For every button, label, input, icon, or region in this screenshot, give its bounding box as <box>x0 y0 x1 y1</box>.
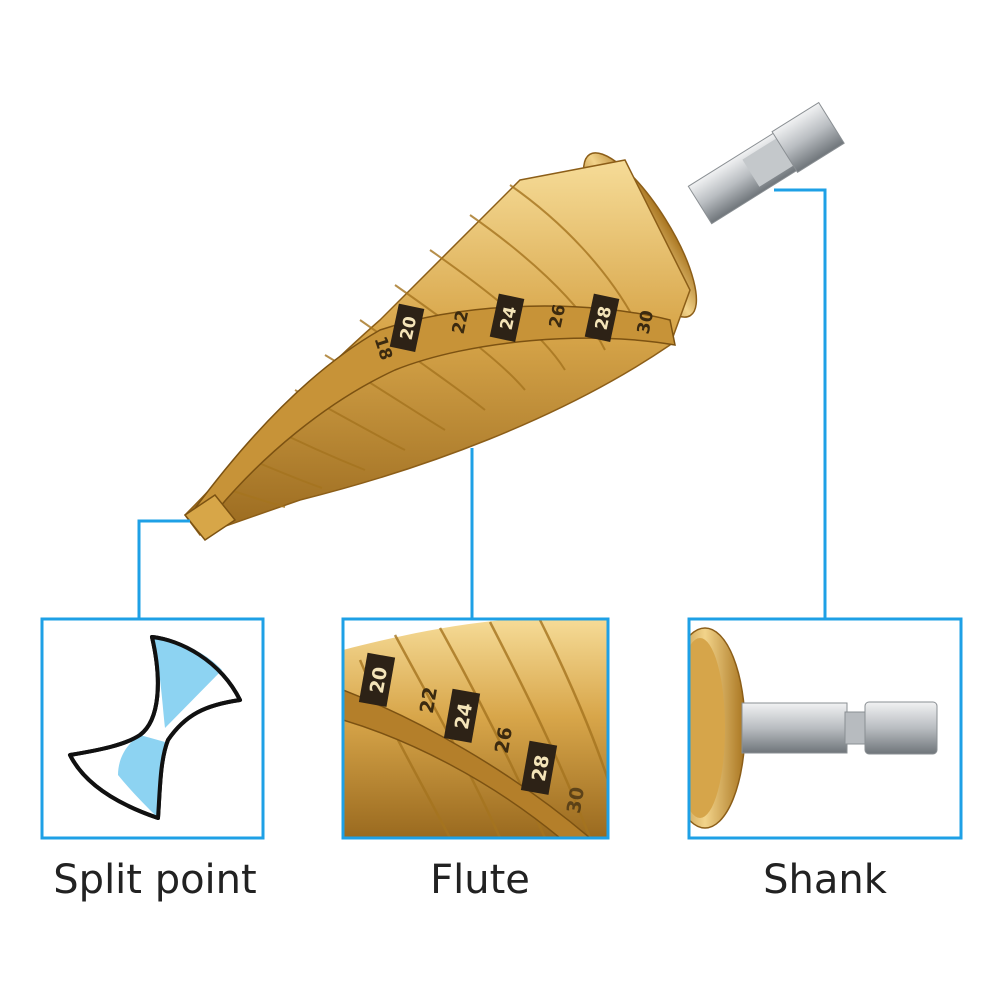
drill-step-marks: 18 20 22 24 26 28 30 <box>370 293 659 363</box>
step-mark: 28 <box>592 305 616 332</box>
step-mark: 30 <box>563 785 589 815</box>
caption-flute: Flute <box>430 857 530 903</box>
leader-line-split <box>137 519 190 618</box>
step-mark: 22 <box>449 309 473 336</box>
step-mark: 22 <box>416 685 442 715</box>
split-point-icon <box>68 635 242 820</box>
step-mark: 20 <box>366 665 392 695</box>
panel-flute: 20 22 24 26 28 30 <box>341 617 610 840</box>
flute-step-marks: 20 22 24 26 28 30 <box>358 652 589 815</box>
panel-shank <box>687 617 963 840</box>
panel-split-point <box>40 617 265 840</box>
step-mark: 26 <box>491 725 517 755</box>
caption-split-point: Split point <box>53 857 257 903</box>
step-mark: 26 <box>546 303 570 330</box>
drill-shank <box>687 101 845 225</box>
step-mark: 28 <box>528 753 554 783</box>
drill-body <box>183 152 698 542</box>
caption-shank: Shank <box>763 857 887 903</box>
step-mark: 20 <box>397 314 422 341</box>
leader-line-shank <box>774 188 827 618</box>
leader-lines <box>137 188 827 618</box>
step-mark: 24 <box>451 701 477 731</box>
step-mark: 30 <box>634 308 659 335</box>
step-mark: 24 <box>497 304 522 331</box>
